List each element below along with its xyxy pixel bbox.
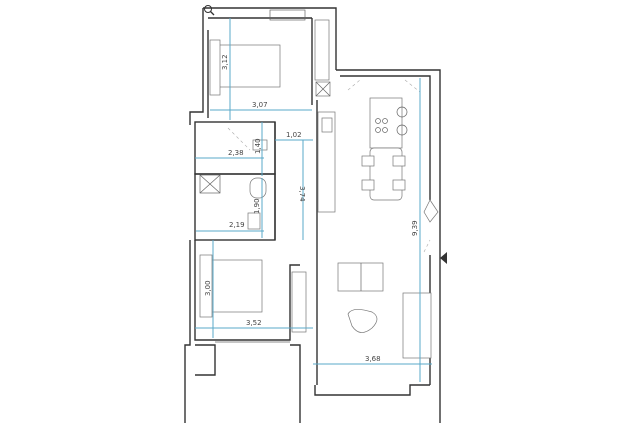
bed-2 — [209, 259, 263, 313]
bed-1 — [211, 44, 281, 88]
dim-bath2-depth: 1,90 — [253, 198, 261, 214]
dim-bedroom2-depth: 3,00 — [204, 280, 212, 296]
furniture — [199, 19, 447, 359]
dim-bedroom2-width: 3,52 — [246, 319, 262, 327]
kitchen-counter — [317, 111, 336, 213]
dim-hall-width: 1,02 — [286, 131, 302, 139]
dim-bedroom1-depth: 3,12 — [221, 54, 229, 70]
dim-bedroom1-width: 3,07 — [252, 101, 268, 109]
dim-bath2-width: 2,19 — [229, 221, 245, 229]
coffee-table — [347, 309, 378, 333]
walls — [184, 7, 441, 423]
wardrobe-1 — [314, 19, 330, 81]
north-arrow-icon — [440, 252, 447, 264]
dimension-labels: 3,12 3,07 1,02 1,40 2,38 3,74 1,90 2,19 … — [204, 54, 419, 363]
armchair-sofa — [337, 262, 384, 292]
sofa — [402, 292, 432, 359]
dim-bath1-width: 2,38 — [228, 149, 244, 157]
dim-living-width: 3,68 — [365, 355, 381, 363]
dim-bath1-depth: 1,40 — [254, 138, 262, 154]
wardrobe-2 — [291, 271, 307, 333]
magnifier-icon[interactable] — [204, 5, 215, 16]
dim-hall-length: 3,74 — [298, 186, 306, 202]
dimension-lines — [195, 18, 432, 382]
dim-living-length: 9,39 — [411, 220, 419, 236]
